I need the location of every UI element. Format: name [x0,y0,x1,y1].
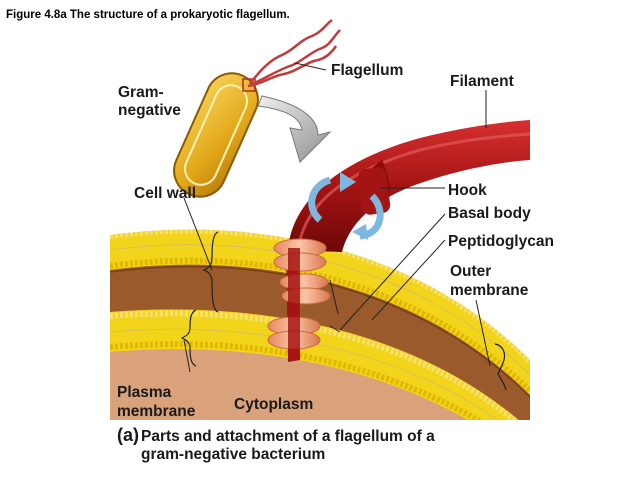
zoom-arrow [257,95,332,163]
label-plasma-membrane-1: Plasma [117,384,172,401]
small-flagellum [247,18,341,88]
basal-body [267,238,331,358]
leader-lines [183,62,491,373]
cytoplasm-band [110,349,500,420]
label-filament: Filament [450,73,514,90]
label-gram-negative-2: negative [118,102,181,119]
label-cytoplasm: Cytoplasm [234,396,314,413]
label-basal-body: Basal body [448,205,531,222]
brackets [180,231,507,391]
gram-negative-bacterium [173,72,259,198]
figure-title: Figure 4.8a The structure of a prokaryot… [6,9,290,21]
label-outer-membrane-1: Outer [450,263,492,280]
label-hook: Hook [448,182,487,199]
caption: Parts and attachment of a flagellum of a… [141,428,435,464]
filament [288,120,530,252]
label-outer-membrane-2: membrane [450,282,529,299]
label-plasma-membrane-2: membrane [117,403,196,420]
label-flagellum: Flagellum [331,62,404,79]
caption-line-1: Parts and attachment of a flagellum of a [141,428,435,445]
caption-line-2: gram-negative bacterium [141,446,326,463]
label-cell-wall: Cell wall [134,185,197,202]
label-peptidoglycan: Peptidoglycan [448,233,554,250]
caption-letter: (a) [117,425,139,445]
label-gram-negative-1: Gram- [118,84,164,101]
peptidoglycan-band [110,264,530,420]
